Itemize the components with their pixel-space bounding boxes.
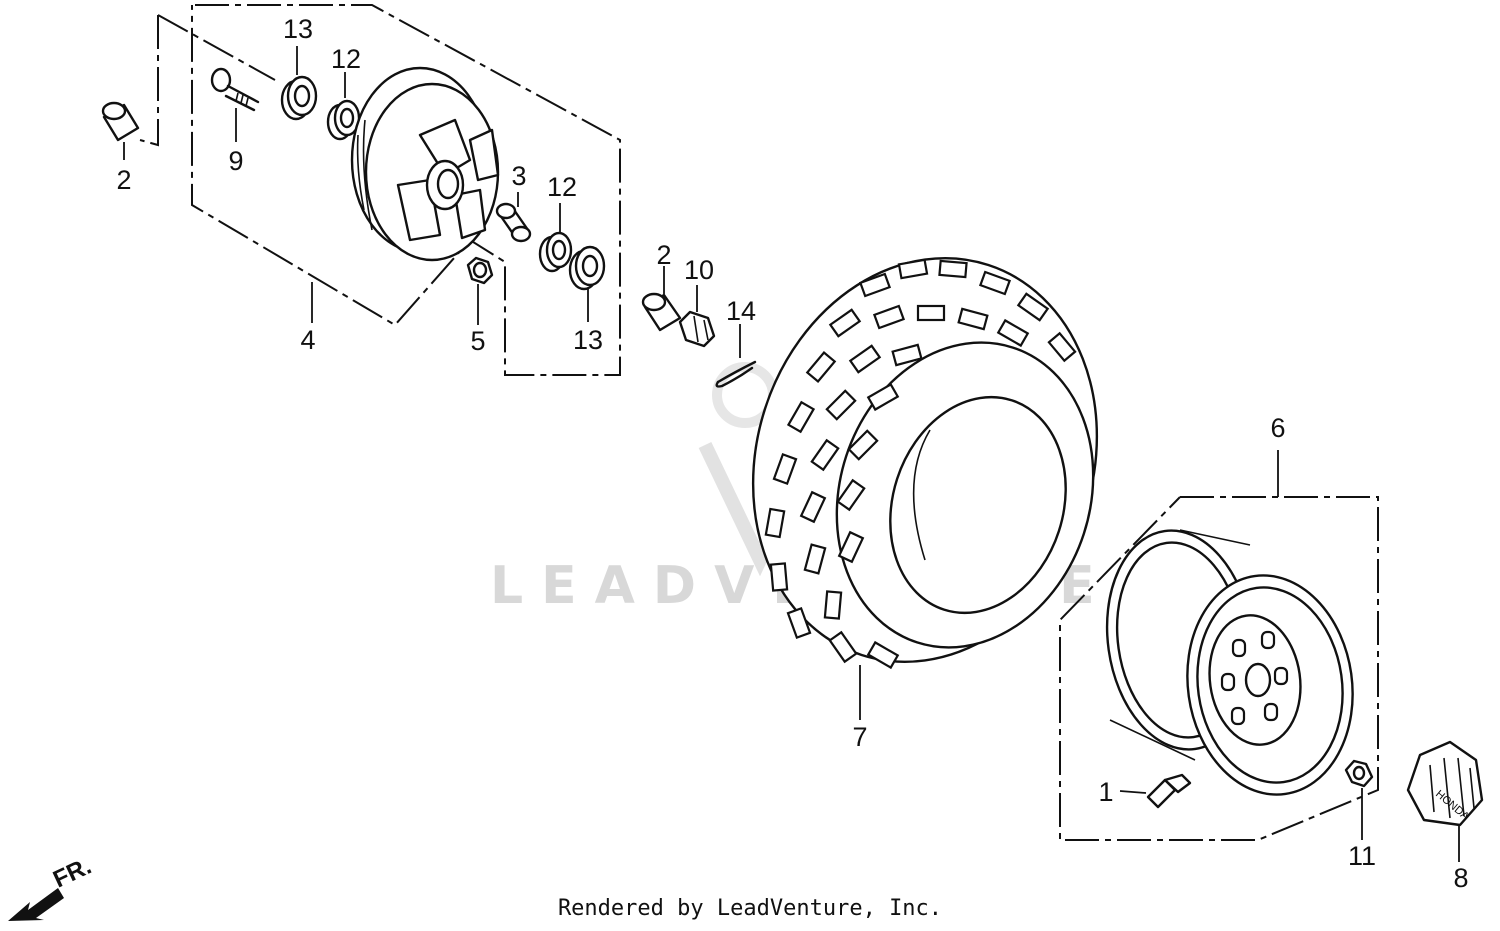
bearing-part-12-top xyxy=(326,72,361,141)
callout-4: 4 xyxy=(300,325,315,355)
castle-nut-part-10 xyxy=(678,285,716,348)
callout-3: 3 xyxy=(511,161,526,191)
hub-assembly-bracket xyxy=(139,4,621,376)
hub-cap-part-8: HONDA xyxy=(1406,740,1484,862)
callout-1: 1 xyxy=(1098,777,1113,807)
cotter-pin-part-14 xyxy=(715,324,757,388)
callout-11: 11 xyxy=(1348,841,1376,871)
callout-labels: 1 2 2 3 4 5 6 7 8 9 10 11 12 12 13 13 14 xyxy=(116,14,1468,893)
front-direction-label: FR. xyxy=(49,853,95,894)
callout-8: 8 xyxy=(1453,863,1468,893)
oil-seal-part-13-top xyxy=(280,46,318,121)
valve-stem-part-1 xyxy=(1119,773,1192,809)
wheel-hub-part-4 xyxy=(350,66,500,262)
callout-2-left: 2 xyxy=(116,165,131,195)
callout-13-top: 13 xyxy=(283,14,313,44)
distance-collar-part-3 xyxy=(495,192,532,243)
wheel-assembly-bracket xyxy=(1059,450,1379,841)
callout-2-right: 2 xyxy=(656,240,671,270)
wheel-rim-part-6 xyxy=(1105,529,1354,796)
callout-12-top: 12 xyxy=(331,44,361,74)
tire-part-7 xyxy=(751,257,1099,720)
callout-9: 9 xyxy=(228,146,243,176)
front-arrow-icon xyxy=(8,888,64,921)
callout-13-right: 13 xyxy=(573,325,603,355)
oil-seal-part-13-right xyxy=(568,245,606,322)
render-credit: Rendered by LeadVenture, Inc. xyxy=(557,896,943,921)
callout-10: 10 xyxy=(684,255,714,285)
hub-nut-part-5 xyxy=(466,256,494,325)
hub-bolt-part-9 xyxy=(210,67,260,142)
collar-spacer-part-2-left xyxy=(101,101,140,160)
callout-12-right: 12 xyxy=(547,172,577,202)
collar-spacer-part-2-right xyxy=(641,266,682,332)
callout-5: 5 xyxy=(470,326,485,356)
callout-6: 6 xyxy=(1270,413,1285,443)
callout-14: 14 xyxy=(726,296,756,326)
callout-7: 7 xyxy=(852,722,867,752)
tire-tread xyxy=(764,258,1077,670)
bearing-part-12-right xyxy=(538,203,573,273)
wheel-nut-part-11 xyxy=(1344,759,1374,840)
